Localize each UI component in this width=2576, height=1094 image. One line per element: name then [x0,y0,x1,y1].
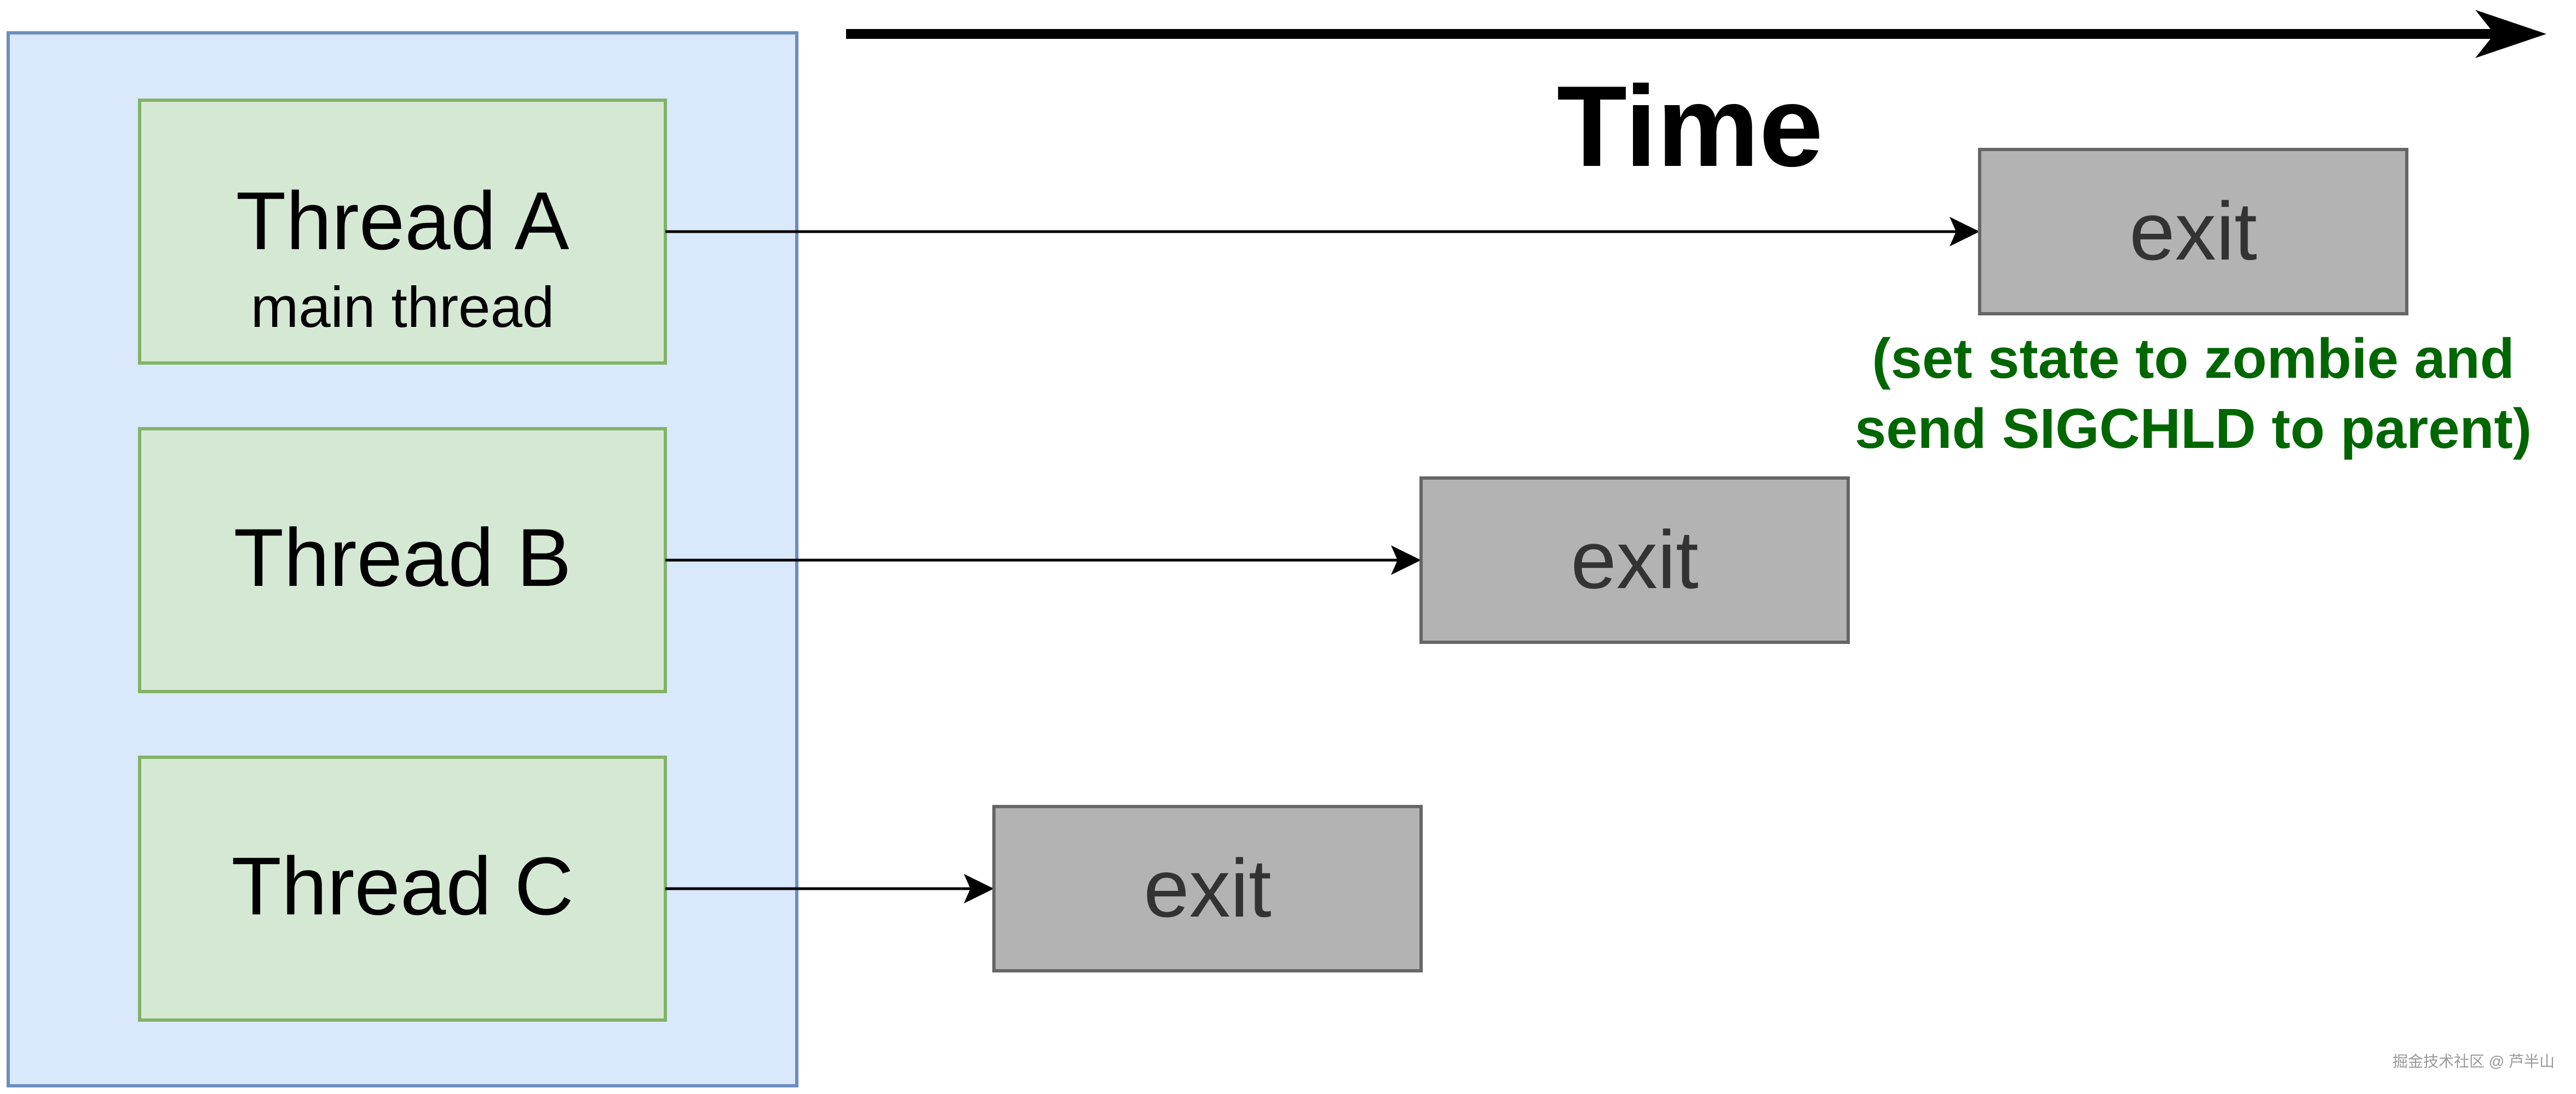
exit-a-label: exit [2129,185,2257,277]
exit-b: exit [1419,476,1850,644]
watermark: 掘金技术社区 @ 芦半山 [2393,1053,2555,1070]
thread-c-arrowhead-icon [964,874,994,903]
zombie-annotation: (set state to zombie and send SIGCHLD to… [1855,327,2532,460]
thread-a-arrowhead-icon [1950,217,1980,246]
exit-a-box [1978,148,2408,315]
zombie-annotation-line2: send SIGCHLD to parent) [1855,397,2532,460]
thread-a-subtitle: main thread [251,275,554,339]
thread-a-name: Thread A [236,175,570,267]
thread-c-name: Thread C [231,840,573,932]
thread-b-name: Thread B [234,511,572,603]
exit-b-box [1419,476,1850,644]
exit-c: exit [992,805,1423,972]
time-axis-arrowhead-icon [2475,10,2546,58]
time-axis: Time [846,10,2546,191]
exit-a: exit [1978,148,2408,315]
thread-c-arrow [665,874,994,903]
thread-b-arrowhead-icon [1391,545,1421,575]
zombie-annotation-line1: (set state to zombie and [1872,327,2514,390]
thread-b: Thread B [138,427,667,693]
exit-b-label: exit [1571,514,1698,606]
time-axis-label: Time [1557,62,1823,191]
exit-c-label: exit [1143,842,1271,934]
thread-a-box [138,99,667,365]
thread-c-box [138,756,667,1022]
exit-c-box [992,805,1423,972]
thread-a-arrow [665,217,1980,246]
thread-c: Thread C [138,756,667,1022]
thread-b-arrow [665,545,1421,575]
thread-a: Thread A main thread [138,99,667,365]
thread-b-box [138,427,667,693]
